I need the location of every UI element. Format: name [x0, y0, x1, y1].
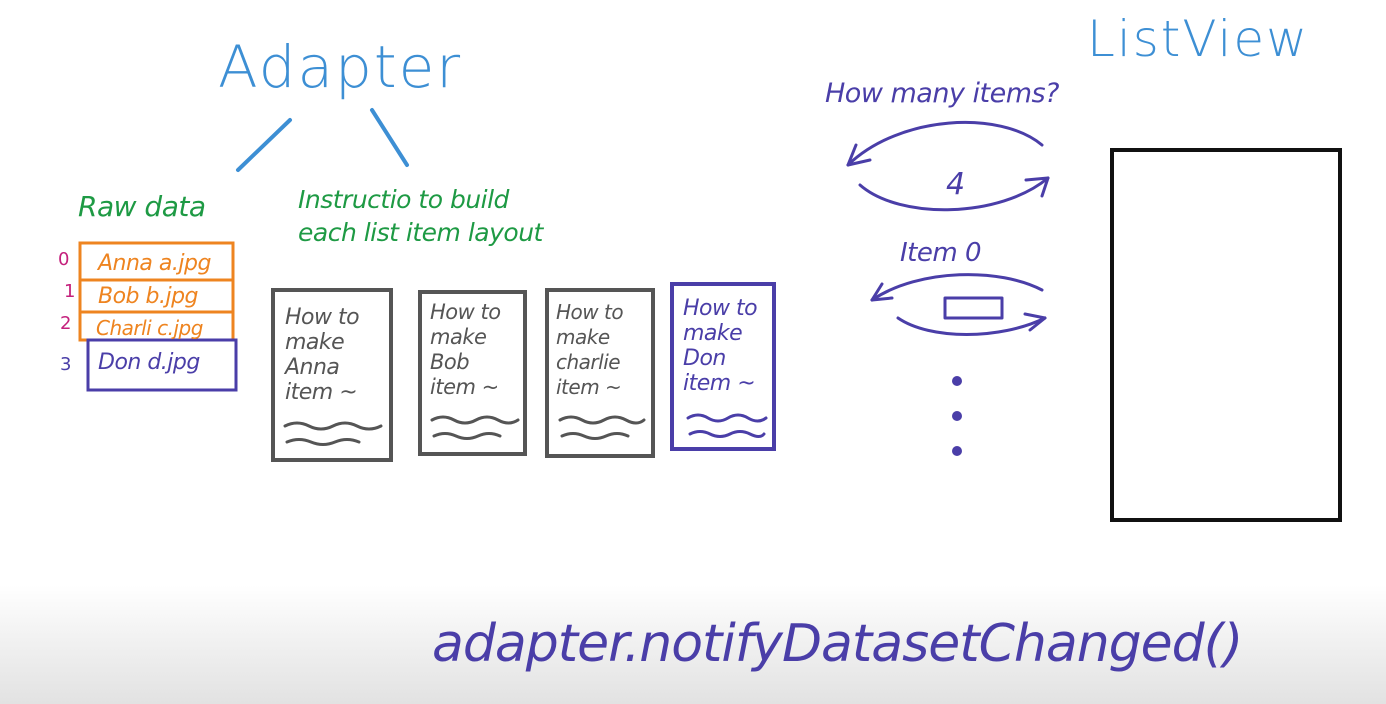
raw-index-2: 2	[60, 313, 72, 334]
how-many-items-question: How many items?	[825, 78, 1059, 109]
arrows	[846, 120, 1050, 336]
card-charlie-text: How to make charlie item ~	[556, 300, 624, 399]
card-bob-text: How to make Bob item ~	[430, 300, 501, 399]
raw-index-0: 0	[58, 249, 70, 270]
adapter-title: Adapter	[218, 33, 463, 101]
adapter-branch-left	[236, 118, 292, 172]
card-don-text: How to make Don item ~	[683, 296, 758, 396]
raw-row-don: Don d.jpg	[98, 350, 200, 375]
card-charlie-frame	[545, 288, 655, 458]
ellipsis-dots	[952, 376, 962, 456]
item-count-answer: 4	[946, 167, 965, 202]
instruction-cards	[271, 282, 776, 462]
item-0-label: Item 0	[900, 238, 982, 268]
instructions-label: Instructio to build each list item layou…	[298, 185, 543, 247]
notify-dataset-changed-code: adapter.notifyDatasetChanged()	[432, 614, 1243, 674]
card-don-frame	[670, 282, 776, 451]
listview-title: ListView	[1087, 10, 1310, 68]
card-bob-frame	[418, 290, 527, 456]
card-anna-frame	[271, 288, 393, 462]
raw-row-charlie: Charli c.jpg	[96, 316, 203, 340]
raw-data-label: Raw data	[78, 190, 206, 223]
item-view-icon	[943, 296, 1004, 320]
listview-frame	[1110, 148, 1342, 522]
card-anna-text: How to make Anna item ~	[285, 305, 360, 405]
raw-data-table	[78, 241, 238, 392]
raw-index-1: 1	[64, 281, 76, 302]
adapter-branch-right	[370, 108, 409, 167]
raw-row-bob: Bob b.jpg	[98, 284, 199, 309]
raw-row-anna: Anna a.jpg	[98, 251, 211, 276]
raw-index-3: 3	[60, 354, 72, 375]
